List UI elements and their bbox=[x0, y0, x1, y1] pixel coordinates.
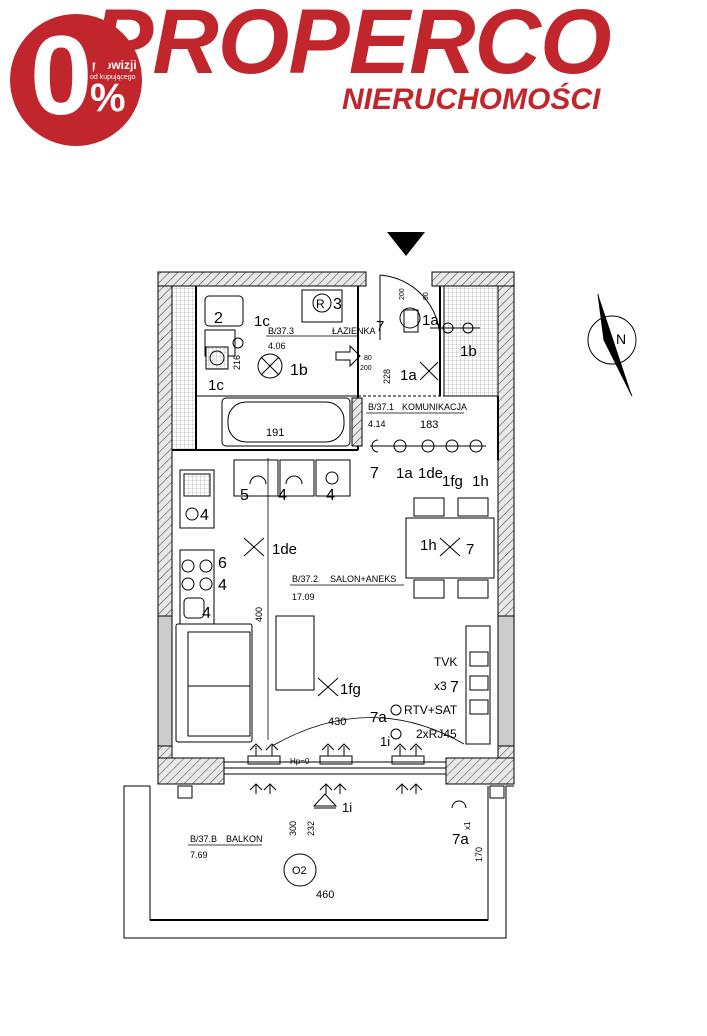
dim-200b: 200 bbox=[399, 288, 406, 300]
symbol-2: 2 bbox=[214, 310, 223, 327]
symbol-r: R bbox=[316, 297, 325, 311]
north-arrow-icon: N bbox=[587, 293, 637, 397]
badge-line-1: prowizji bbox=[92, 58, 137, 72]
corridor-area: 4.14 bbox=[368, 419, 386, 429]
symbol-4-b: 4 bbox=[326, 487, 335, 504]
badge-percent: % bbox=[90, 76, 126, 120]
symbol-4-c: 4 bbox=[200, 507, 209, 524]
symbol-1a-mid: 1a bbox=[400, 367, 417, 384]
commission-badge: 0 prowizji od kupującego % bbox=[10, 14, 142, 146]
symbol-1a-corridor: 1a bbox=[396, 465, 413, 482]
dim-430: 430 bbox=[328, 716, 346, 728]
bathroom-area: 4.06 bbox=[268, 341, 286, 351]
label-rj45: 2xRJ45 bbox=[416, 727, 457, 741]
symbol-7-door: 7 bbox=[376, 318, 384, 335]
kitchen-fixtures bbox=[179, 458, 351, 740]
symbol-3: 3 bbox=[333, 296, 342, 313]
floor-plan: 2 1c 1c R 3 1b B/37.3 ŁAZIENKA 4.06 191 … bbox=[123, 232, 637, 939]
dim-216: 216 bbox=[232, 355, 242, 370]
symbol-4-a: 4 bbox=[278, 487, 287, 504]
symbol-1de-kitchen: 1de bbox=[272, 541, 297, 558]
dim-90: 90 bbox=[423, 292, 430, 300]
symbol-4-e: 4 bbox=[202, 605, 211, 622]
dim-200: 200 bbox=[360, 365, 372, 372]
bathroom-name: ŁAZIENKA bbox=[332, 326, 376, 336]
badge-line-2: od kupującego bbox=[90, 74, 136, 81]
symbol-7-tv: 7 bbox=[450, 679, 459, 696]
corridor-id: B/37.1 bbox=[368, 402, 394, 412]
dim-300: 300 bbox=[288, 821, 298, 836]
dim-183: 183 bbox=[420, 419, 438, 431]
entrance-arrow-icon bbox=[387, 232, 425, 256]
badge-value: 0 bbox=[30, 13, 93, 138]
symbol-7a-balcony: 7a bbox=[452, 831, 469, 848]
symbol-5: 5 bbox=[240, 487, 249, 504]
bathroom-fixtures bbox=[204, 274, 441, 447]
living-furniture bbox=[175, 497, 495, 745]
dim-191: 191 bbox=[266, 427, 284, 439]
section-marker bbox=[283, 853, 317, 887]
symbol-1i-balcony: 1i bbox=[342, 800, 352, 815]
brand-logo: PROPERCO bbox=[92, 0, 612, 93]
label-x1: x1 bbox=[463, 821, 472, 830]
dim-232: 232 bbox=[306, 821, 316, 836]
brand-subtitle: NIERUCHOMOŚCI bbox=[342, 83, 601, 116]
symbol-1de-corridor: 1de bbox=[418, 465, 443, 482]
interior-walls bbox=[171, 285, 499, 460]
symbol-7a-living: 7a bbox=[370, 709, 387, 726]
corridor-electrical bbox=[370, 439, 486, 453]
symbol-1a-top: 1a bbox=[422, 312, 439, 329]
bathroom-id: B/37.3 bbox=[268, 326, 294, 336]
label-rtv-sat: RTV+SAT bbox=[404, 703, 458, 717]
radiator-arrows bbox=[247, 743, 425, 794]
balcony-area: 7.69 bbox=[190, 850, 208, 860]
symbol-7-corridor: 7 bbox=[370, 465, 379, 482]
symbol-1fg-living: 1fg bbox=[340, 681, 361, 698]
symbol-1c-lower: 1c bbox=[208, 377, 224, 394]
dim-80: 80 bbox=[364, 355, 372, 362]
symbol-1c: 1c bbox=[254, 313, 270, 330]
balcony-id: B/37.B bbox=[190, 834, 217, 844]
label-o2: O2 bbox=[292, 865, 307, 877]
corridor-name: KOMUNIKACJA bbox=[402, 402, 467, 412]
living-area: 17.09 bbox=[292, 592, 315, 602]
vent-arrow-icon bbox=[335, 344, 361, 368]
header: 0 prowizji od kupującego % PROPERCO NIER… bbox=[0, 0, 707, 170]
symbol-4-d: 4 bbox=[218, 577, 227, 594]
living-id: B/37.2 bbox=[292, 574, 318, 584]
dim-170: 170 bbox=[474, 847, 484, 862]
symbol-1b-corridor: 1b bbox=[460, 343, 477, 360]
label-tvk: TVK bbox=[434, 655, 457, 669]
symbol-7-table: 7 bbox=[466, 541, 474, 558]
dim-228: 228 bbox=[382, 369, 392, 384]
dim-400: 400 bbox=[254, 607, 264, 622]
living-name: SALON+ANEKS bbox=[330, 574, 396, 584]
symbol-1fg-corridor: 1fg bbox=[442, 473, 463, 490]
symbol-6: 6 bbox=[218, 555, 227, 572]
north-label: N bbox=[616, 331, 626, 347]
balcony-outline bbox=[123, 785, 514, 939]
dim-460: 460 bbox=[316, 889, 334, 901]
balcony-name: BALKON bbox=[226, 834, 263, 844]
label-x3: x3 bbox=[434, 679, 447, 693]
symbol-1b-bath: 1b bbox=[290, 362, 308, 379]
symbol-1h-corridor: 1h bbox=[472, 473, 489, 490]
label-hp: Hp=0 bbox=[290, 757, 310, 766]
symbol-1i-living: 1i bbox=[380, 734, 390, 749]
symbol-1h-table: 1h bbox=[420, 537, 437, 554]
